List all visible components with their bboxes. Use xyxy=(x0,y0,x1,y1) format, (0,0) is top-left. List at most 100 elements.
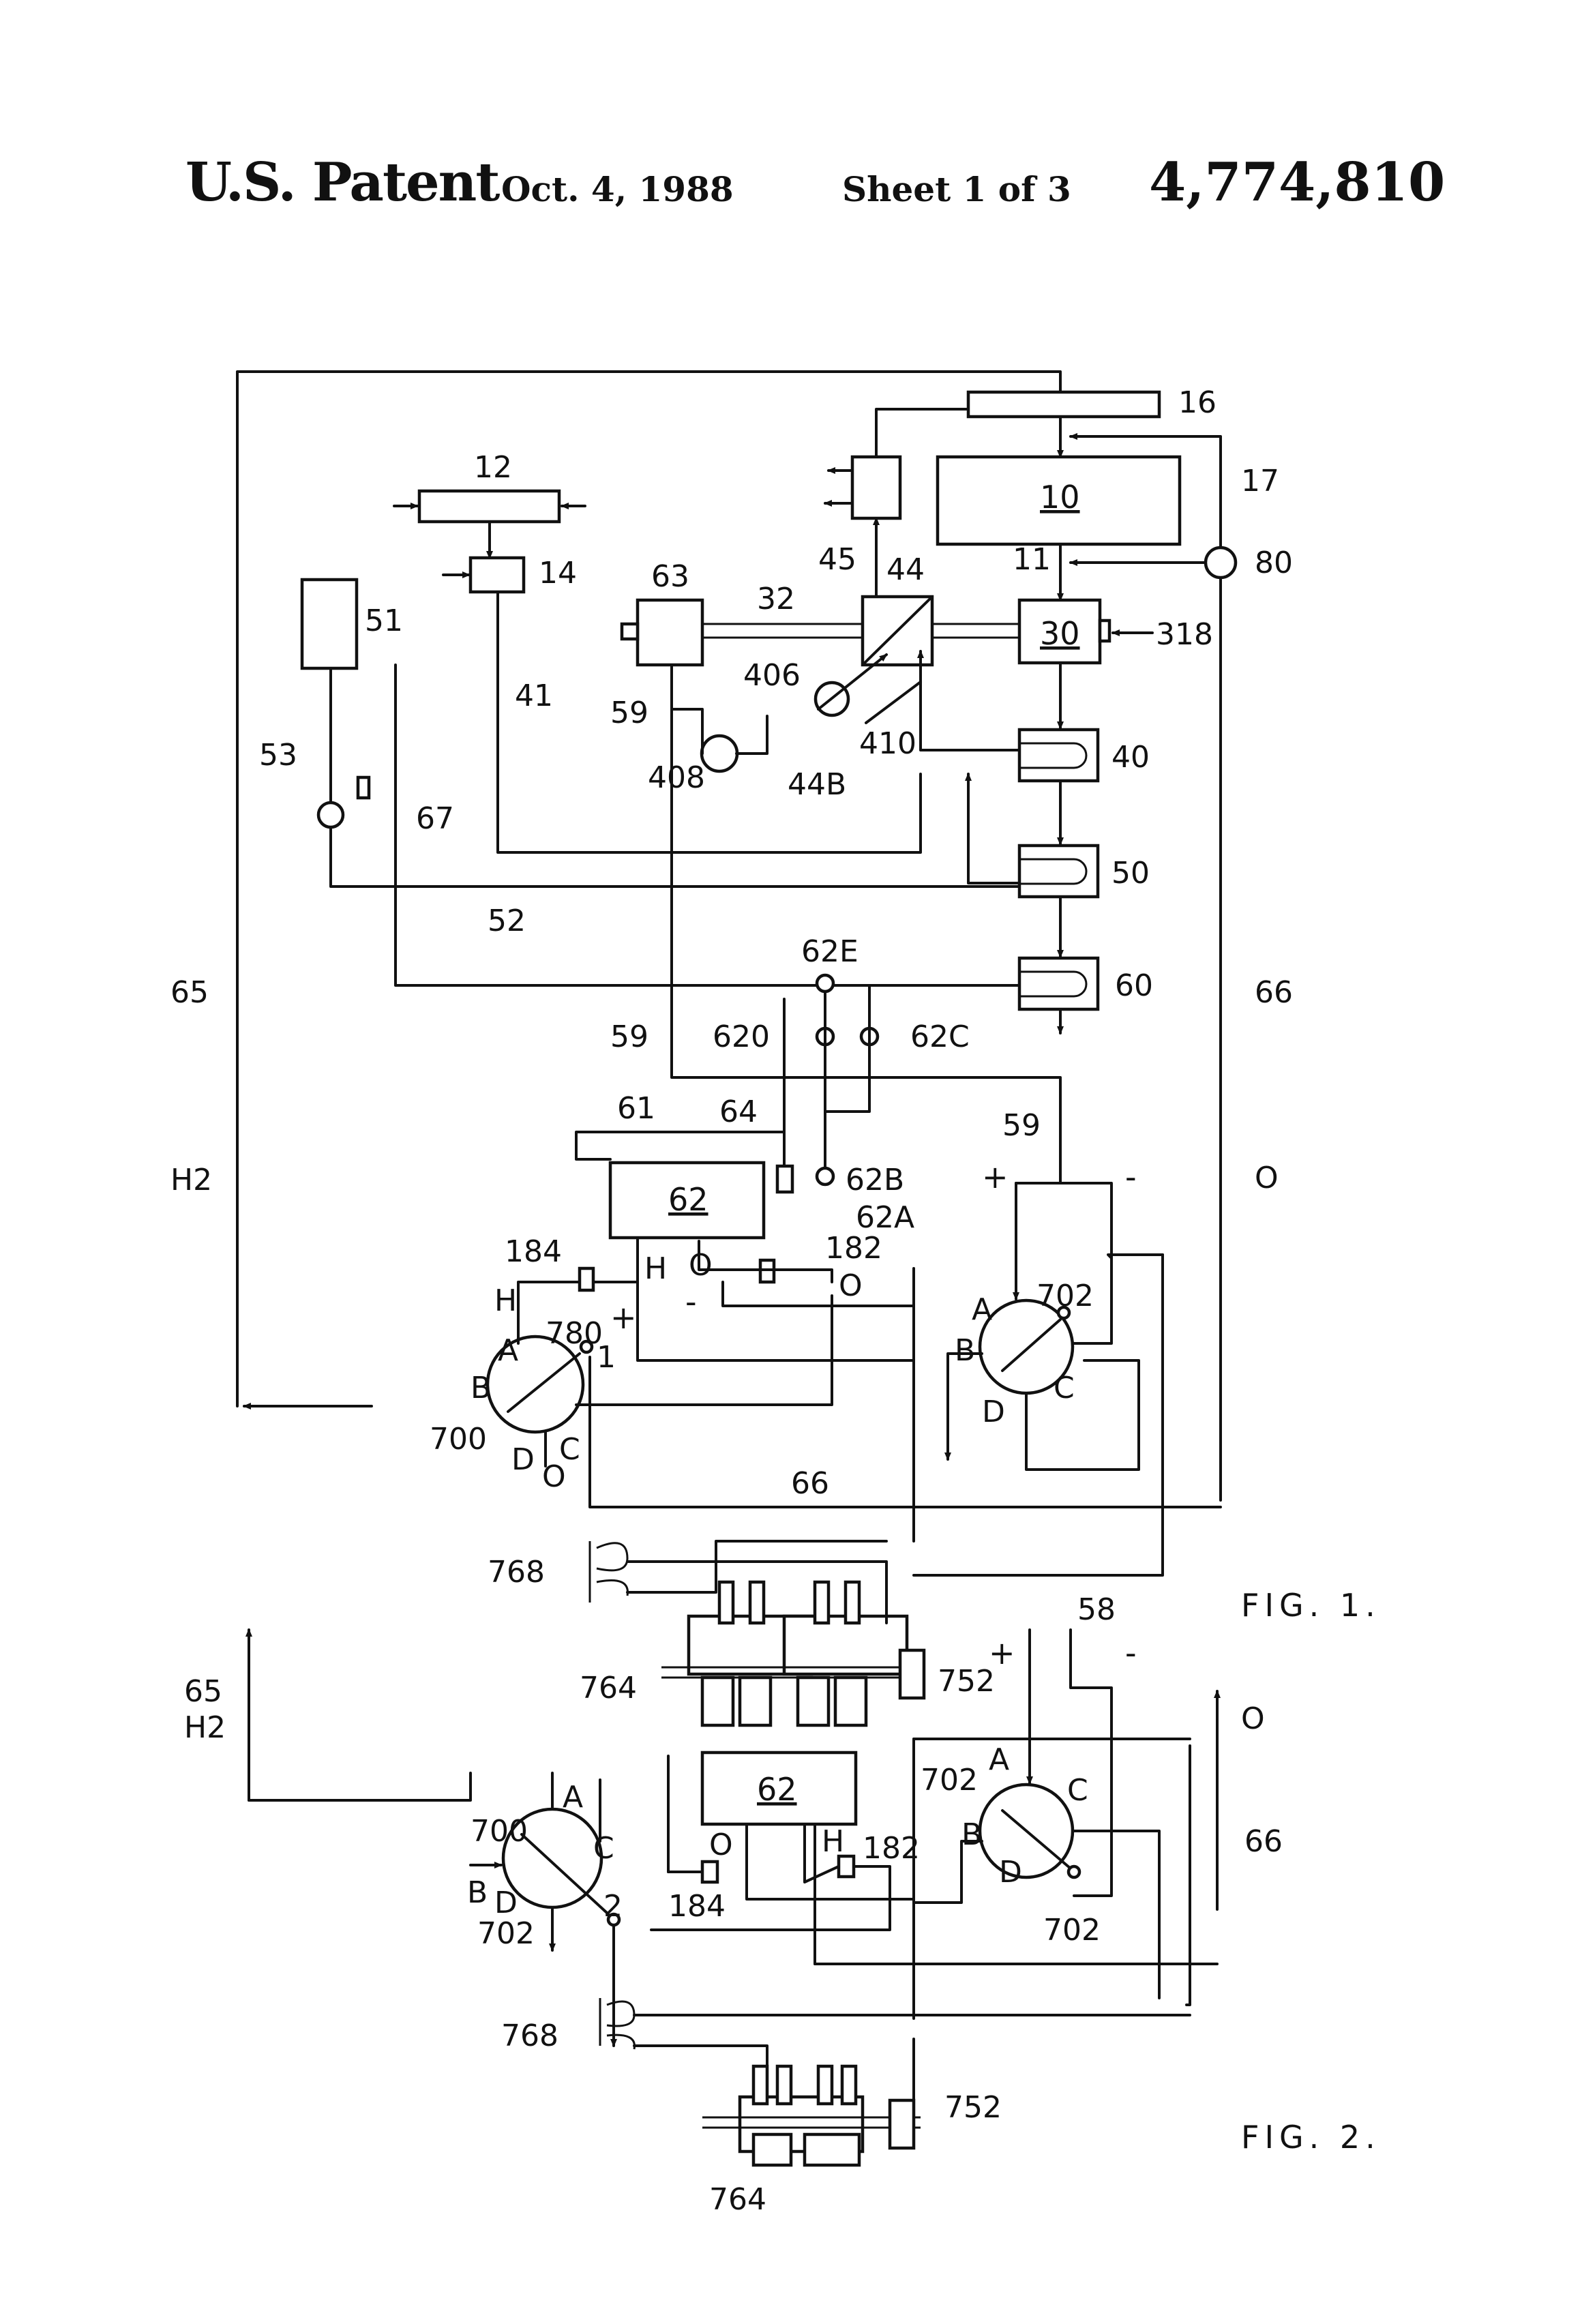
label-62: 62 xyxy=(668,1181,708,1218)
label-764: 764 xyxy=(580,1671,637,1705)
label-plus: + xyxy=(989,1635,1015,1671)
label-2-fig2: 2 xyxy=(603,1889,623,1924)
label-a2-fig2: A xyxy=(563,1780,583,1815)
label-408: 408 xyxy=(648,760,705,795)
component-752-fig2 xyxy=(890,2100,914,2148)
label-700-fig2: 700 xyxy=(471,1814,528,1849)
label-h-fig2: H xyxy=(822,1824,844,1859)
line-61 xyxy=(576,1132,784,1159)
label-184: 184 xyxy=(505,1234,562,1269)
label-63: 63 xyxy=(651,559,689,594)
label-80: 80 xyxy=(1255,546,1293,580)
label-11: 11 xyxy=(1013,542,1051,577)
label-62b: 62B xyxy=(846,1163,904,1197)
label-764-fig2: 764 xyxy=(709,2182,766,2217)
label-16: 16 xyxy=(1178,385,1217,420)
label-66: 66 xyxy=(1255,975,1293,1010)
line-41 xyxy=(498,592,921,852)
component-45-box xyxy=(852,457,900,518)
coil-768 xyxy=(590,1541,627,1603)
label-62e: 62E xyxy=(801,934,859,969)
label-c2-fig2: C xyxy=(593,1831,614,1866)
label-52: 52 xyxy=(488,904,526,938)
fig2-caption: FIG. 2. xyxy=(1241,2119,1381,2156)
label-45: 45 xyxy=(818,542,856,577)
label-182: 182 xyxy=(825,1231,882,1266)
label-14: 14 xyxy=(539,556,577,591)
cell-764b xyxy=(784,1616,907,1674)
component-12 xyxy=(419,491,559,522)
component-63 xyxy=(638,600,702,665)
label-58: 58 xyxy=(1077,1592,1116,1627)
label-h: H xyxy=(494,1283,517,1318)
component-14 xyxy=(471,558,524,592)
label-620: 620 xyxy=(713,1019,770,1054)
label-o-c: O xyxy=(839,1268,863,1303)
label-h-b: H xyxy=(644,1251,667,1286)
label-184-fig2: 184 xyxy=(668,1889,726,1924)
label-768: 768 xyxy=(488,1555,545,1590)
label-768-fig2: 768 xyxy=(501,2018,558,2053)
label-d: D xyxy=(511,1442,535,1477)
label-b2: B xyxy=(955,1333,975,1368)
label-a2: A xyxy=(972,1292,992,1327)
valve-408 xyxy=(702,736,737,771)
label-minus-1: - xyxy=(1125,1159,1137,1195)
label-66-fig2: 66 xyxy=(1244,1824,1283,1859)
label-b: B xyxy=(471,1371,491,1405)
label-752-fig2: 752 xyxy=(944,2090,1002,2125)
label-32: 32 xyxy=(757,582,795,616)
label-59-low: 59 xyxy=(1002,1108,1041,1143)
label-o-b: O xyxy=(689,1248,713,1283)
label-62a: 62A xyxy=(856,1200,914,1235)
label-d-fig2: D xyxy=(999,1855,1022,1890)
label-51: 51 xyxy=(365,604,403,638)
label-700: 700 xyxy=(430,1422,487,1457)
label-410: 410 xyxy=(859,726,916,761)
label-h2-fig2: H2 xyxy=(184,1710,226,1745)
component-16 xyxy=(968,392,1159,417)
label-plus-2: + xyxy=(610,1299,637,1336)
label-65: 65 xyxy=(170,975,209,1010)
component-752 xyxy=(900,1650,924,1698)
label-o-d: O xyxy=(542,1459,566,1494)
coil-768-fig2 xyxy=(600,1998,635,2049)
label-50: 50 xyxy=(1111,856,1150,891)
label-59-mid: 59 xyxy=(610,1019,648,1054)
label-d2-fig2: D xyxy=(494,1886,518,1920)
label-702b: 702 xyxy=(477,1916,535,1951)
label-c2: C xyxy=(1054,1371,1075,1405)
label-65-fig2: 65 xyxy=(184,1674,222,1709)
label-12: 12 xyxy=(474,450,512,485)
label-10: 10 xyxy=(1040,479,1080,516)
label-702: 702 xyxy=(1036,1279,1094,1313)
label-b-fig2: B xyxy=(961,1817,982,1852)
label-b2-fig2: B xyxy=(467,1875,488,1910)
label-c-fig2: C xyxy=(1067,1773,1088,1808)
label-702a: 702 xyxy=(921,1763,978,1798)
label-41: 41 xyxy=(515,679,553,713)
label-o-fig2: O xyxy=(1241,1701,1265,1736)
component-51 xyxy=(302,580,357,668)
label-1: 1 xyxy=(597,1340,616,1375)
label-62-fig2: 62 xyxy=(757,1771,797,1808)
label-d2: D xyxy=(982,1395,1005,1429)
label-h2: H2 xyxy=(170,1163,212,1197)
label-40: 40 xyxy=(1111,740,1150,775)
fig1-caption: FIG. 1. xyxy=(1241,1587,1381,1624)
label-182-fig2: 182 xyxy=(863,1831,920,1866)
label-406: 406 xyxy=(743,658,801,693)
label-61: 61 xyxy=(617,1091,655,1126)
label-o2-fig2: O xyxy=(709,1828,733,1862)
label-plus-1: + xyxy=(982,1159,1009,1195)
label-318: 318 xyxy=(1156,617,1213,652)
label-53: 53 xyxy=(259,738,297,773)
label-64: 64 xyxy=(719,1094,758,1129)
label-30: 30 xyxy=(1040,615,1080,652)
label-752: 752 xyxy=(938,1664,995,1699)
label-780: 780 xyxy=(546,1316,603,1351)
label-a: A xyxy=(498,1333,518,1368)
label-a-fig2: A xyxy=(989,1742,1009,1777)
